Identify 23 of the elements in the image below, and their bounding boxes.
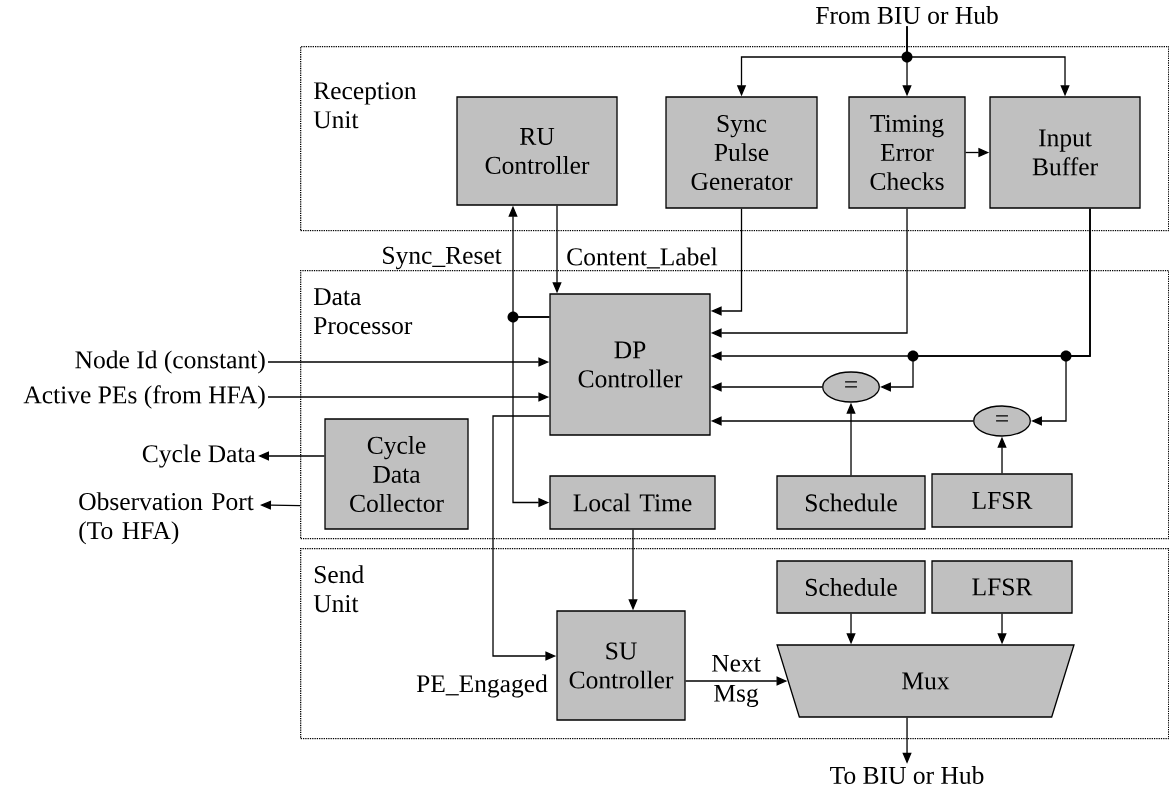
signal-label: Node Id (constant) xyxy=(75,350,265,374)
signal-label: Observation Port (To HFA) xyxy=(79,492,254,545)
block-box: Cycle Data Collector xyxy=(324,418,469,530)
block-box: RU Controller xyxy=(456,96,618,206)
edge-label: PE_Engaged xyxy=(416,674,548,698)
block-box: LFSR xyxy=(931,473,1073,528)
edge-label: Next Msg xyxy=(711,654,761,708)
signal-label: From BIU or Hub xyxy=(816,6,998,24)
block-box: Input Buffer xyxy=(989,96,1141,209)
edge-label: Content_Label xyxy=(567,247,718,269)
block-box: Schedule xyxy=(776,475,926,530)
mux-trapezoid: Mux xyxy=(776,644,1075,718)
block-box: Timing Error Checks xyxy=(848,96,966,209)
signal-label: Cycle Data xyxy=(142,444,256,468)
block-box: DP Controller xyxy=(549,293,711,436)
signal-label: Active PEs (from HFA) xyxy=(23,385,265,409)
block-box: SU Controller xyxy=(556,610,686,721)
block-box: LFSR xyxy=(931,560,1073,614)
edge-label: Sync_Reset xyxy=(383,246,502,270)
signal-label: To BIU or Hub xyxy=(830,766,984,784)
block-box: Schedule xyxy=(776,560,926,614)
block-box: Local Time xyxy=(549,475,716,530)
block-box: Sync Pulse Generator xyxy=(665,96,818,209)
